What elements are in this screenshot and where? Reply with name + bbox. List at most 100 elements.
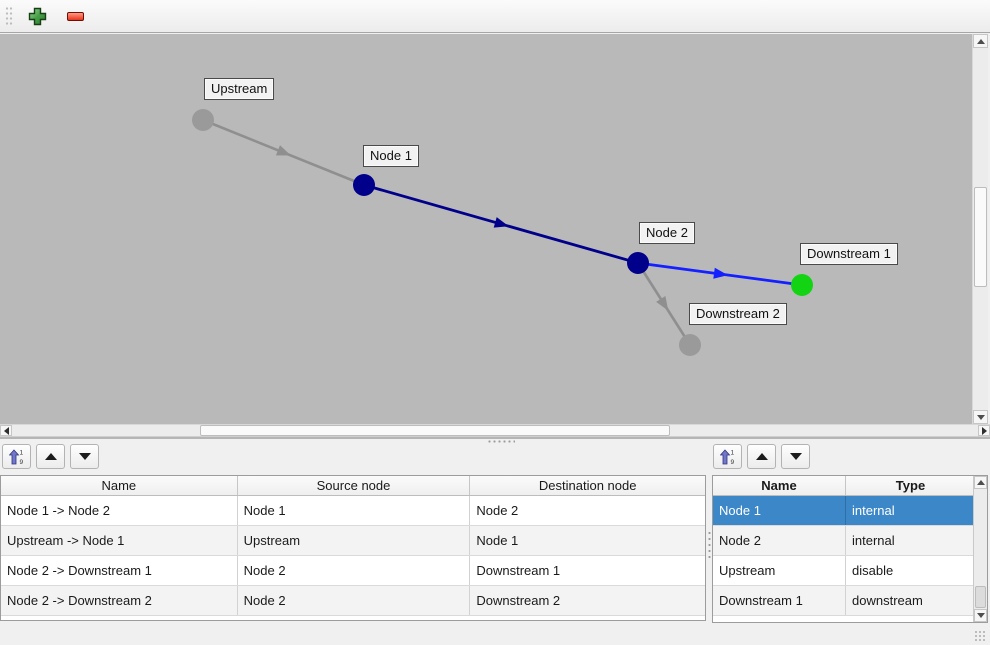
nodes-toolbar: 1 9 xyxy=(713,444,810,470)
scroll-thumb[interactable] xyxy=(975,586,986,608)
table-cell: downstream xyxy=(852,593,923,608)
scroll-right-button[interactable] xyxy=(978,425,990,436)
table-cell: Node 1 xyxy=(238,496,471,525)
edge-arrow-icon xyxy=(275,145,291,156)
edges-table-header: Name Source node Destination node xyxy=(1,476,705,496)
table-cell: Node 2 xyxy=(238,586,471,615)
add-button[interactable] xyxy=(22,2,52,30)
window-resize-grip[interactable] xyxy=(974,630,985,641)
scroll-left-button[interactable] xyxy=(0,425,12,436)
sort-ascending-icon: 1 9 xyxy=(720,448,735,465)
table-cell: Node 2 xyxy=(713,526,846,555)
table-row[interactable]: Upstream disable xyxy=(713,556,975,586)
column-header-type[interactable]: Type xyxy=(895,478,926,493)
table-cell: Node 2 xyxy=(476,503,519,518)
scroll-up-button[interactable] xyxy=(973,34,988,48)
remove-button[interactable] xyxy=(60,2,90,30)
graph-node[interactable] xyxy=(791,274,813,296)
table-cell: Node 2 -> Downstream 2 xyxy=(1,586,238,615)
edges-toolbar: 1 9 xyxy=(2,444,99,470)
table-cell: Upstream -> Node 1 xyxy=(1,526,238,555)
table-cell: Node 1 xyxy=(713,496,846,525)
node-label[interactable]: Downstream 1 xyxy=(800,243,898,265)
up-arrow-icon xyxy=(976,480,985,485)
edges-table: Name Source node Destination node Node 1… xyxy=(0,475,706,621)
nodes-table-scrollbar[interactable] xyxy=(973,476,987,622)
table-cell: Downstream 1 xyxy=(713,586,846,615)
graph-svg xyxy=(192,109,813,356)
table-cell: Node 1 xyxy=(476,533,519,548)
scroll-down-button[interactable] xyxy=(973,410,988,424)
scroll-down-button[interactable] xyxy=(974,609,987,622)
edge-arrow-icon xyxy=(656,296,669,311)
nodes-table-header: Name Type xyxy=(713,476,975,496)
red-minus-icon xyxy=(66,11,84,21)
node-label[interactable]: Node 2 xyxy=(639,222,695,244)
move-down-icon xyxy=(789,453,802,460)
column-header-name[interactable]: Name xyxy=(1,476,238,495)
node-label[interactable]: Upstream xyxy=(204,78,275,100)
splitter-handle-icon xyxy=(487,440,515,443)
vertical-scroll-thumb[interactable] xyxy=(974,187,987,287)
move-edge-down-button[interactable] xyxy=(70,444,99,469)
splitter-handle-icon xyxy=(708,530,711,560)
graph-node[interactable] xyxy=(679,334,701,356)
node-label[interactable]: Downstream 2 xyxy=(689,303,787,325)
horizontal-scroll-thumb[interactable] xyxy=(200,425,670,436)
edge-arrow-icon xyxy=(713,267,728,279)
move-up-icon xyxy=(44,453,57,460)
table-cell: Upstream xyxy=(713,556,846,585)
svg-text:9: 9 xyxy=(20,459,24,465)
vertical-splitter[interactable] xyxy=(706,475,712,621)
svg-text:1: 1 xyxy=(731,449,735,456)
move-edge-up-button[interactable] xyxy=(36,444,65,469)
graph-node[interactable] xyxy=(627,252,649,274)
move-node-down-button[interactable] xyxy=(781,444,810,469)
right-arrow-icon xyxy=(981,426,987,435)
sort-edges-button[interactable]: 1 9 xyxy=(2,444,31,469)
down-arrow-icon xyxy=(976,613,985,618)
edge-arrow-icon xyxy=(493,217,509,228)
table-cell: Node 2 -> Downstream 1 xyxy=(1,556,238,585)
node-label[interactable]: Node 1 xyxy=(363,145,419,167)
table-cell: Node 2 xyxy=(238,556,471,585)
horizontal-splitter[interactable] xyxy=(0,437,990,443)
sort-ascending-icon: 1 9 xyxy=(9,448,24,465)
move-down-icon xyxy=(78,453,91,460)
table-cell: Node 1 -> Node 2 xyxy=(1,496,238,525)
move-up-icon xyxy=(755,453,768,460)
canvas-vertical-scrollbar[interactable] xyxy=(972,34,988,424)
graph-node[interactable] xyxy=(192,109,214,131)
green-plus-icon xyxy=(28,7,46,25)
scroll-up-button[interactable] xyxy=(974,476,987,489)
sort-nodes-button[interactable]: 1 9 xyxy=(713,444,742,469)
column-header-destination-node[interactable]: Destination node xyxy=(538,478,637,493)
move-node-up-button[interactable] xyxy=(747,444,776,469)
column-header-name[interactable]: Name xyxy=(713,476,846,495)
svg-text:1: 1 xyxy=(20,449,24,456)
graph-node[interactable] xyxy=(353,174,375,196)
table-cell: internal xyxy=(852,503,895,518)
table-row[interactable]: Node 1 internal xyxy=(713,496,975,526)
main-toolbar xyxy=(0,0,990,33)
column-header-source-node[interactable]: Source node xyxy=(238,476,471,495)
canvas-horizontal-scrollbar[interactable] xyxy=(0,424,990,437)
table-cell: Upstream xyxy=(238,526,471,555)
table-cell: Downstream 1 xyxy=(476,563,561,578)
table-row[interactable]: Downstream 1 downstream xyxy=(713,586,975,616)
up-arrow-icon xyxy=(976,38,985,44)
table-cell: disable xyxy=(852,563,894,578)
left-arrow-icon xyxy=(3,426,9,435)
table-cell: internal xyxy=(852,533,895,548)
svg-text:9: 9 xyxy=(731,459,735,465)
toolbar-drag-handle[interactable] xyxy=(5,5,14,27)
table-row[interactable]: Node 2 internal xyxy=(713,526,975,556)
